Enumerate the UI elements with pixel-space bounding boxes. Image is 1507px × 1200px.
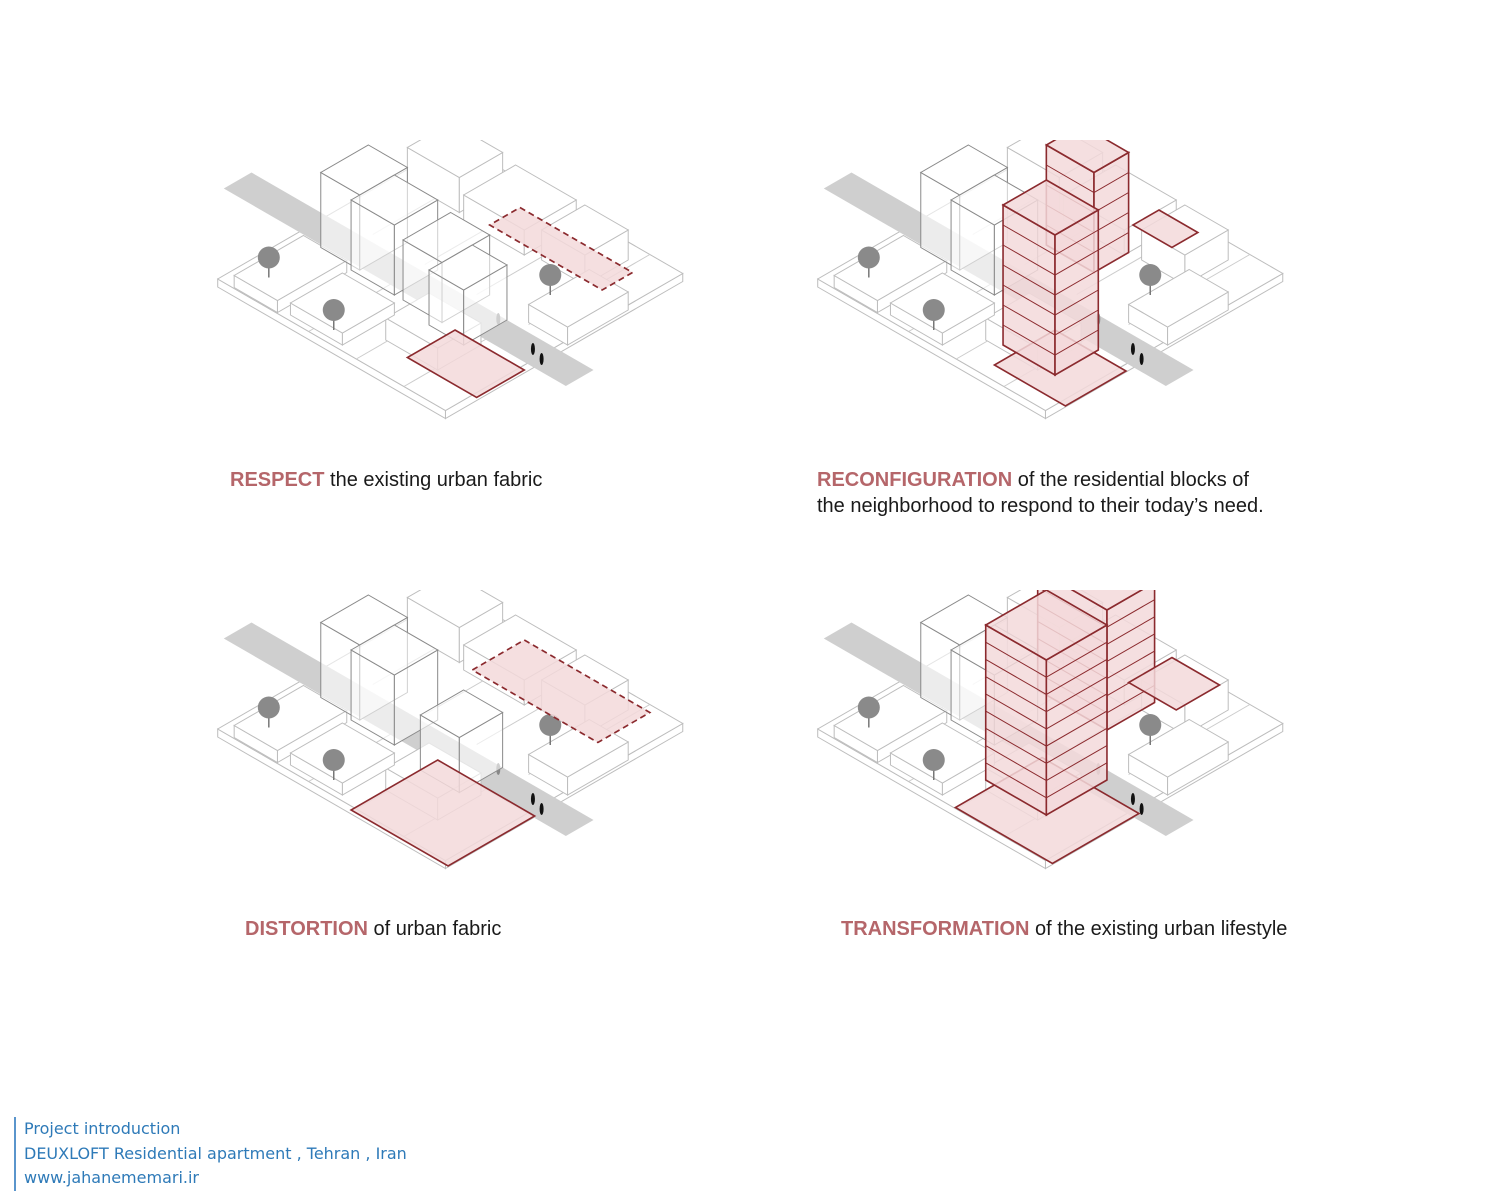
tree-icon [257, 246, 280, 269]
block-face [428, 244, 508, 291]
highlight-plot [405, 329, 526, 399]
person-icon [1130, 343, 1135, 355]
floor-line [985, 762, 1108, 799]
floor-line [985, 727, 1108, 764]
block-face [1070, 590, 1144, 611]
floor-line [985, 710, 1108, 747]
floor-line [1002, 244, 1099, 276]
block-face [1001, 179, 1100, 236]
building-block [350, 624, 439, 746]
highlight-mass [984, 590, 1109, 817]
block-face [1044, 140, 1131, 174]
person-icon [1139, 353, 1144, 365]
footer-credits: Project introduction DEUXLOFT Residentia… [14, 1117, 407, 1191]
tree-icon [539, 264, 562, 286]
floor-line [1046, 164, 1129, 194]
block-face [406, 590, 504, 629]
floor-line [1002, 264, 1099, 296]
caption-keyword: RESPECT [230, 469, 325, 491]
floor-line [985, 659, 1108, 696]
floor-line [1002, 324, 1099, 356]
building-block [833, 234, 948, 314]
tree-icon [922, 749, 945, 771]
person-icon [530, 793, 535, 805]
block-face [889, 722, 996, 784]
diagram-reconfiguration [816, 140, 1284, 420]
floor-line [985, 693, 1108, 730]
building-block [289, 272, 396, 346]
tree-icon [1139, 264, 1162, 286]
building-block [1127, 718, 1230, 796]
person-icon [1130, 793, 1135, 805]
building-block [889, 272, 996, 346]
footer-project: DEUXLOFT Residential apartment , Tehran … [24, 1143, 407, 1163]
block-face [350, 624, 439, 676]
block-face [984, 590, 1109, 661]
caption-keyword: RECONFIGURATION [817, 469, 1013, 491]
diagram-respect [216, 140, 684, 420]
person-icon [1139, 803, 1144, 815]
highlight-annex [1131, 209, 1200, 249]
building-block [233, 234, 348, 314]
caption-keyword: TRANSFORMATION [841, 918, 1030, 940]
block-face [1127, 268, 1230, 328]
caption-text: the existing urban fabric [324, 469, 543, 491]
floor-line [1002, 304, 1099, 336]
block-face [889, 272, 996, 334]
diagram-transformation [816, 590, 1284, 870]
tree-icon [857, 246, 880, 269]
highlight-tower [1001, 179, 1100, 377]
caption-transformation: TRANSFORMATION of the existing urban lif… [841, 916, 1287, 942]
tree-icon [257, 696, 280, 719]
block-face [289, 272, 396, 334]
person-icon [530, 343, 535, 355]
building-block [289, 722, 396, 796]
highlight-plot-dashed [470, 639, 652, 744]
diagram-distortion [216, 590, 684, 870]
caption-text-line2: the neighborhood to respond to their tod… [817, 495, 1264, 517]
caption-text: of the residential blocks of [1012, 469, 1249, 491]
caption-reconfiguration: RECONFIGURATION of the residential block… [817, 467, 1264, 519]
caption-text: of the existing urban lifestyle [1029, 918, 1288, 940]
caption-distortion: DISTORTION of urban fabric [245, 916, 501, 942]
block-face [1127, 718, 1230, 778]
floor-line [1002, 284, 1099, 316]
floor-line [1002, 224, 1099, 256]
building-block [833, 684, 948, 764]
block-face [350, 174, 439, 226]
floor-line [985, 676, 1108, 713]
tree-icon [857, 696, 880, 719]
footer-website-link[interactable]: www.jahanememari.ir [24, 1168, 200, 1187]
caption-keyword: DISTORTION [245, 918, 368, 940]
block-face [1093, 151, 1130, 274]
highlight-plot-dashed [488, 206, 635, 291]
highlight-plot [349, 759, 537, 867]
block-face [289, 722, 396, 784]
building-block [889, 722, 996, 796]
block-face [419, 689, 504, 739]
floor-line [985, 745, 1108, 782]
highlight-annex [1127, 656, 1222, 711]
caption-text: of urban fabric [367, 918, 502, 940]
person-icon [539, 803, 544, 815]
caption-respect: RESPECT the existing urban fabric [230, 467, 542, 493]
floor-line [985, 641, 1108, 678]
block-face [1054, 208, 1100, 377]
tree-icon [322, 749, 345, 771]
person-icon [539, 353, 544, 365]
tree-icon [922, 299, 945, 321]
footer-title: Project introduction [24, 1119, 181, 1138]
block-face [406, 140, 504, 179]
building-block [428, 244, 508, 346]
tree-icon [539, 714, 562, 736]
tree-icon [322, 299, 345, 321]
tree-icon [1139, 714, 1162, 736]
building-block [1127, 268, 1230, 346]
